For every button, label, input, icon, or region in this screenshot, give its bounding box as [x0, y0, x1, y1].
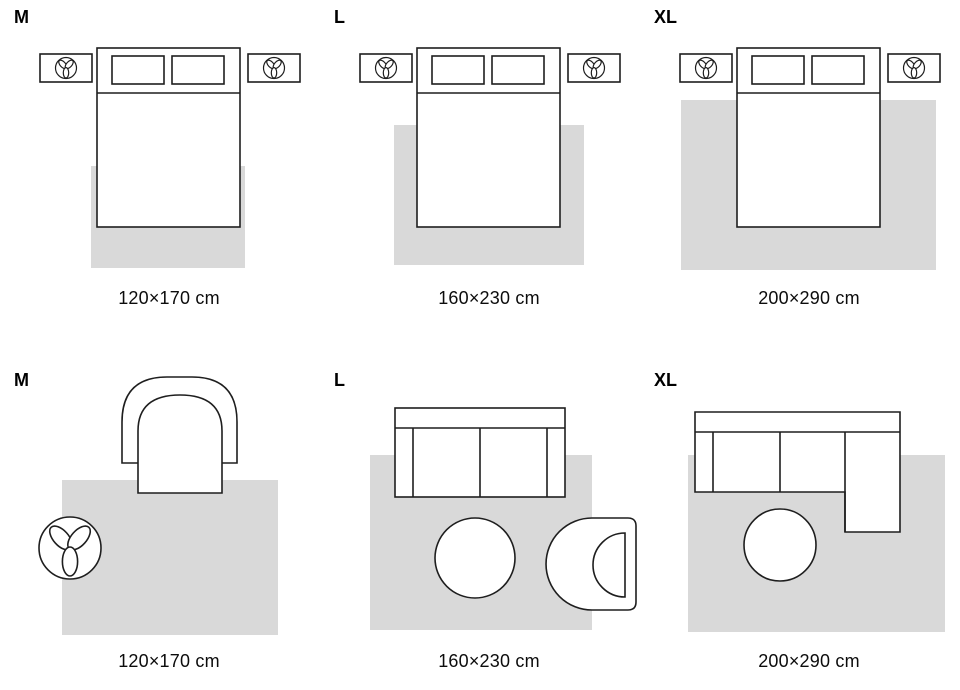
- size-label: L: [334, 370, 345, 390]
- dimension-label: 120×170 cm: [118, 651, 220, 671]
- nightstand-right: [887, 53, 941, 83]
- plant-icon: [54, 56, 78, 80]
- size-label: XL: [654, 7, 678, 27]
- nightstand-right: [567, 53, 621, 83]
- bed: [96, 47, 241, 228]
- dimension-label: 160×230 cm: [438, 651, 540, 671]
- pillow-right: [811, 55, 865, 85]
- plant-icon: [902, 56, 926, 80]
- dimension-label: 200×290 cm: [758, 288, 860, 308]
- bedroom-diagram-l: [359, 47, 621, 265]
- dimension-label: 200×290 cm: [758, 651, 860, 671]
- pillow-right: [171, 55, 225, 85]
- panel-living-m: M 120×170 cm: [0, 345, 320, 690]
- bedroom-diagram-m: [39, 47, 301, 268]
- bed: [736, 47, 881, 228]
- plant-icon: [38, 516, 102, 580]
- panel-bedroom-l: L 160×230 cm: [320, 0, 640, 345]
- plant-icon: [374, 56, 398, 80]
- nightstand-left: [39, 53, 93, 83]
- bedroom-diagram-xl: [679, 47, 941, 270]
- armchair: [121, 376, 238, 494]
- living-diagram-xl: [688, 411, 945, 632]
- bed: [416, 47, 561, 228]
- coffee-table: [743, 508, 817, 582]
- pillow-right: [491, 55, 545, 85]
- sofa: [394, 407, 566, 498]
- plant-icon: [582, 56, 606, 80]
- living-diagram-m: [38, 376, 278, 635]
- dimension-label: 160×230 cm: [438, 288, 540, 308]
- nightstand-left: [359, 53, 413, 83]
- nightstand-right: [247, 53, 301, 83]
- pillow-left: [751, 55, 805, 85]
- dimension-label: 120×170 cm: [118, 288, 220, 308]
- panel-living-l: L 160×230 cm: [320, 345, 640, 690]
- living-diagram-l: [370, 407, 637, 630]
- panel-living-xl: XL 200×290 cm: [640, 345, 960, 690]
- sectional-sofa: [694, 411, 901, 533]
- panel-bedroom-xl: XL 200×290 cm: [640, 0, 960, 345]
- size-label: XL: [654, 370, 678, 390]
- size-label: L: [334, 7, 345, 27]
- armchair: [545, 517, 637, 611]
- pillow-left: [111, 55, 165, 85]
- nightstand-left: [679, 53, 733, 83]
- panel-bedroom-m: M 120×170 cm: [0, 0, 320, 345]
- size-label: M: [14, 370, 29, 390]
- size-label: M: [14, 7, 29, 27]
- pillow-left: [431, 55, 485, 85]
- coffee-table: [434, 517, 516, 599]
- plant-icon: [262, 56, 286, 80]
- plant-icon: [694, 56, 718, 80]
